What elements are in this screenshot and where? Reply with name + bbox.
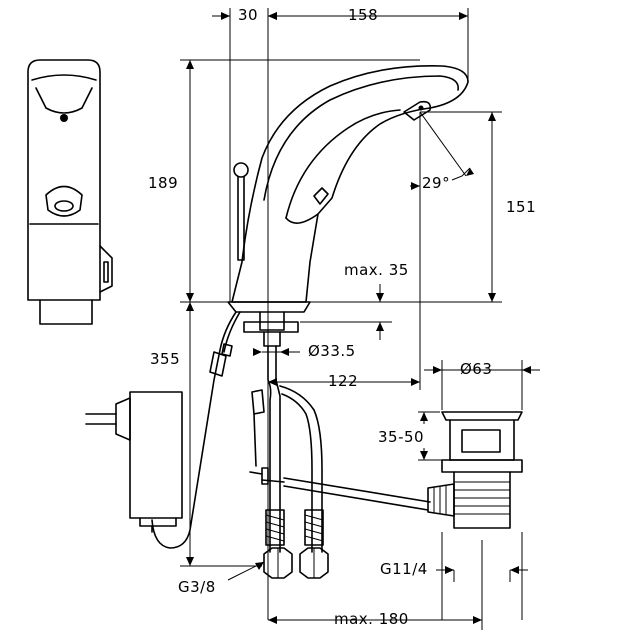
thread-g11-4: G11/4 <box>380 560 428 578</box>
dimension-122: 122 <box>328 372 359 390</box>
diameter-63: Ø63 <box>460 360 493 378</box>
dimension-355: 355 <box>150 350 181 368</box>
dimension-189: 189 <box>148 174 179 192</box>
diameter-33-5: Ø33.5 <box>308 342 356 360</box>
dimension-30: 30 <box>238 6 259 24</box>
dimension-lines <box>180 8 540 630</box>
faucet-side-view <box>227 65 469 313</box>
thread-g3-8: G3/8 <box>178 578 216 596</box>
angle-29: 29° <box>422 174 451 192</box>
supply-assembly <box>151 311 431 579</box>
dimension-35-50: 35-50 <box>378 428 425 446</box>
faucet-front-view <box>27 59 113 325</box>
popup-waste <box>427 411 523 529</box>
power-supply <box>85 391 183 533</box>
dimension-151: 151 <box>506 198 537 216</box>
dimension-158: 158 <box>348 6 379 24</box>
dimension-max-35: max. 35 <box>344 261 409 279</box>
dimension-max-180: max. 180 <box>334 610 409 628</box>
